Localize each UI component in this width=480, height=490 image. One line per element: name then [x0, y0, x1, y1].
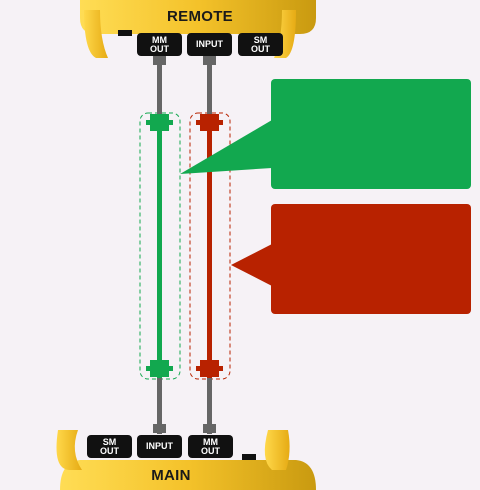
main-right-pigtail [207, 378, 212, 434]
remote-title: REMOTE [167, 8, 233, 25]
main-port-input: INPUT [137, 435, 182, 458]
main-unit [56, 430, 316, 490]
main-port-mm-out: MM OUT [188, 435, 233, 458]
red-fiber-cable [196, 114, 223, 378]
remote-port-input: INPUT [187, 33, 232, 56]
remote-right-pigtail [207, 56, 212, 114]
red-callout-pointer [231, 244, 272, 286]
green-callout-box [271, 79, 471, 189]
green-callout-pointer [180, 120, 272, 174]
remote-left-pigtail [157, 56, 162, 114]
remote-port-sm-out: SM OUT [238, 33, 283, 56]
main-port-sm-out: SM OUT [87, 435, 132, 458]
remote-unit [80, 0, 316, 58]
main-title: MAIN [151, 467, 191, 484]
main-left-pigtail [157, 378, 162, 434]
green-fiber-cable [146, 114, 173, 378]
red-callout-box [271, 204, 471, 314]
remote-port-mm-out: MM OUT [137, 33, 182, 56]
